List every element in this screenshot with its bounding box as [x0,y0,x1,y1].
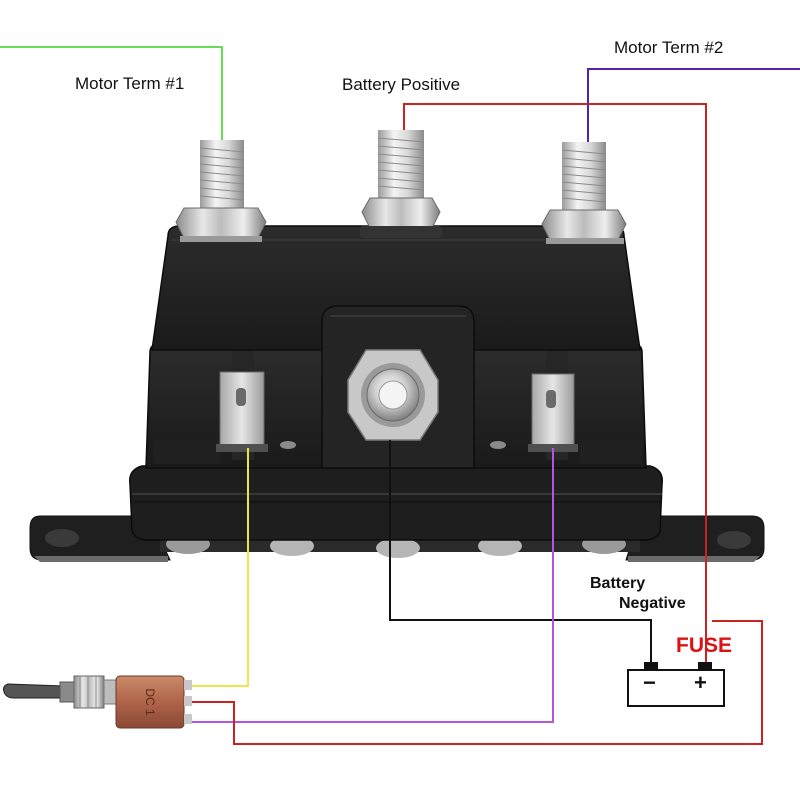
spade-terminal-right [528,373,578,452]
center-stud [347,349,439,441]
wire-battery-positive [403,103,707,662]
battery-terminal-positive [698,662,712,670]
battery-positive-sign: + [694,670,707,695]
label-battery-negative-line2: Negative [619,595,686,612]
spade-terminal-left [216,371,268,452]
toggle-lever [3,683,65,699]
solenoid [29,130,765,562]
toggle-bushing [73,675,105,709]
wire-battery-negative [389,440,652,662]
wire-switch-red [192,620,763,745]
mount-hole-left [45,529,79,547]
stud-motor-term-2 [541,142,627,244]
wire-motor-term-1 [0,46,223,140]
battery-case [627,669,725,707]
stud-motor-term-1 [175,140,267,242]
stud-battery-positive [360,130,442,238]
switch-marking: DC 1 [143,688,157,716]
mount-hole-right [717,531,751,549]
wire-switch-purple [192,448,554,723]
wire-switch-yellow [192,448,249,687]
label-motor-term-2: Motor Term #2 [614,38,724,57]
toggle-switch: DC 1 [3,675,192,729]
label-motor-term-1: Motor Term #1 [75,74,185,93]
label-battery-positive: Battery Positive [342,75,461,94]
solenoid-base [129,465,663,541]
wire-motor-term-2 [587,68,800,142]
battery-terminal-negative [644,662,658,670]
battery [627,662,725,707]
wires [0,46,800,745]
label-fuse: FUSE [676,634,733,657]
battery-negative-sign: − [643,670,656,695]
label-battery-negative-line1: Battery [590,575,646,592]
